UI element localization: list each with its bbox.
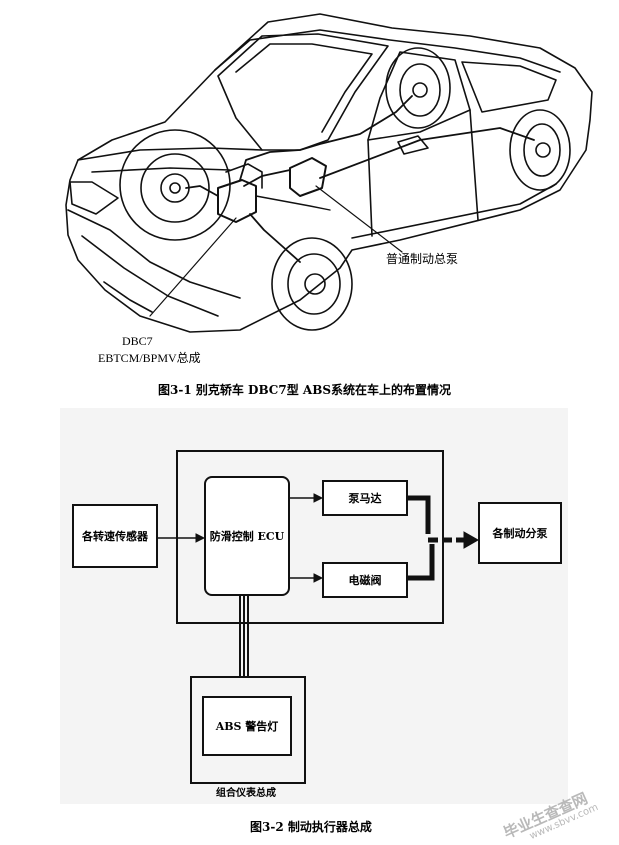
pump-motor-label: 泵马达 xyxy=(348,492,382,505)
instrument-cluster-label: 组合仪表总成 xyxy=(216,788,276,799)
rear-right-wheel-rim xyxy=(523,123,561,177)
brake-lines-2 xyxy=(243,169,291,187)
figure1-caption: 图3-1 别克轿车 DBC7型 ABS系统在车上的布置情况 xyxy=(158,383,452,397)
car-mirror xyxy=(397,135,429,155)
pump-motor-box: 泵马达 xyxy=(322,480,408,516)
car-roof-line xyxy=(214,29,561,73)
front-wheel-rim xyxy=(140,153,210,223)
car-illustration xyxy=(65,13,593,333)
brake-cylinders-box: 各制动分泵 xyxy=(478,502,562,564)
car-grille xyxy=(81,235,219,317)
car-headlight-2 xyxy=(103,281,153,313)
car-hood xyxy=(77,147,263,161)
abs-modulator-top xyxy=(225,163,263,189)
car-bumper xyxy=(67,209,241,299)
brake-lines xyxy=(239,95,413,181)
link-solenoid-brake xyxy=(408,544,435,581)
wheel-speed-sensors-label: 各转速传感器 xyxy=(82,530,148,543)
car-windshield xyxy=(217,33,389,151)
link-pump-brake xyxy=(408,495,431,534)
abs-warning-lamp-box: ABS 警告灯 xyxy=(202,696,292,756)
leader-line-master xyxy=(315,185,403,253)
front-right-wheel-rim xyxy=(287,253,341,315)
brake-cylinders-label: 各制动分泵 xyxy=(492,527,548,540)
solenoid-valve-box: 电磁阀 xyxy=(322,562,408,598)
car-hood-crease xyxy=(91,167,231,173)
rear-left-wheel-hub xyxy=(412,82,428,98)
label-master-cylinder: 普通制动总泵 xyxy=(386,252,459,266)
solenoid-valve-label: 电磁阀 xyxy=(348,574,382,587)
rear-left-wheel-outer xyxy=(385,47,451,129)
brake-lines-3 xyxy=(185,185,219,197)
diagram-panel xyxy=(60,408,568,804)
car-door-line-2 xyxy=(469,109,479,221)
car-sill xyxy=(351,183,557,239)
master-cylinder xyxy=(289,157,327,197)
brake-lines-4 xyxy=(249,213,301,263)
abs-warning-lamp-label: ABS 警告灯 xyxy=(215,720,279,733)
front-right-wheel-hub xyxy=(304,273,326,295)
figure2-caption: 图3-2 制动执行器总成 xyxy=(250,820,372,834)
label-dbc7: DBC7 xyxy=(122,334,153,348)
car-side-window-front xyxy=(367,51,471,141)
arrowhead-to-brake xyxy=(463,531,480,549)
rear-right-wheel-outer xyxy=(509,109,571,191)
label-ebtcm: EBTCM/BPMV总成 xyxy=(98,351,201,365)
car-side-window-rear xyxy=(461,61,557,113)
car-headlight xyxy=(69,181,119,215)
anti-skid-ecu-box: 防滑控制 ECU xyxy=(204,476,290,596)
rear-left-wheel-rim xyxy=(399,63,441,117)
car-windshield-inner xyxy=(235,43,373,133)
actuator-frame xyxy=(176,450,444,624)
car-door-line xyxy=(367,139,373,237)
front-wheel-center xyxy=(169,182,181,194)
arrowhead-ecu-pump xyxy=(313,493,324,503)
anti-skid-ecu-label: 防滑控制 ECU xyxy=(209,530,285,543)
front-right-wheel-outer xyxy=(271,237,353,331)
leader-line-dbc7 xyxy=(149,217,237,317)
arrowhead-sensors-ecu xyxy=(195,533,206,543)
arrowhead-ecu-solenoid xyxy=(313,573,324,583)
abs-modulator-unit xyxy=(217,179,257,223)
car-body-outline xyxy=(65,13,593,333)
brake-lines-6 xyxy=(255,195,331,211)
rear-right-wheel-hub xyxy=(535,142,551,158)
wheel-speed-sensors-box: 各转速传感器 xyxy=(72,504,158,568)
brake-lines-5 xyxy=(319,127,535,179)
